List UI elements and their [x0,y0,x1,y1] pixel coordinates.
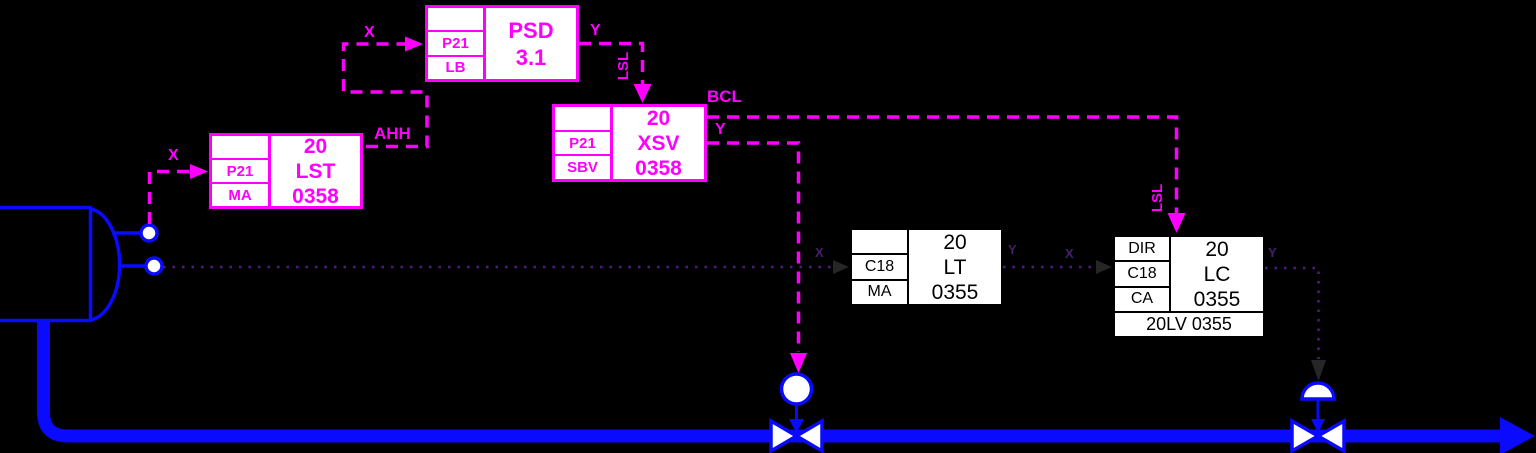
lst-input-label: X [168,147,179,164]
block-lst: P21 MA 20 LST 0358 [209,133,363,209]
psd-cell-lb: LB [445,59,466,77]
lt-input-arrow [833,260,849,274]
xsv-title-line2: XSV [637,131,680,155]
valve1-actuator-circle [779,372,814,406]
pipe-flow-arrow [1500,417,1535,453]
lc-tag-table: DIR C18 CA [1113,235,1169,313]
vessel [0,205,164,323]
valve2-actuator-diaphragm [1300,381,1336,401]
lst-tag-table: P21 MA [209,133,268,209]
lc-cell-ca: CA [1130,290,1154,308]
tap-to-lst-line [147,169,190,224]
lc-input-arrow [1096,260,1112,274]
dotted-signal-arrowheads [833,260,1326,381]
xsv-tag-table: P21 SBV [552,104,610,182]
psd-cell-blank [428,8,483,33]
lc-input-label: X [1065,246,1074,261]
block-psd: P21 LB PSD 3.1 [425,5,579,82]
valve1-input-arrow [790,353,807,373]
xsv-bcl-label: BCL [707,87,742,106]
lst-ahh-to-psd-line [341,42,429,149]
lt-cell-blank [852,230,907,256]
valve2-body-right [1314,417,1346,453]
dotted-signal-lines [163,265,1320,359]
valve2-stem-arrow [1311,419,1325,433]
lc-cell-dir: DIR [1115,237,1169,263]
lc-output-label: Y [1268,245,1277,260]
valve2-input-arrow [1311,360,1326,381]
xsv-cell-sbv: SBV [567,159,598,177]
lst-cell-ma: MA [228,186,252,204]
xsv-title-line3: 0358 [635,156,682,180]
lt-input-label: X [815,245,824,260]
lst-cell-blank [212,136,268,160]
psd-cell-p21: P21 [428,32,483,57]
lc-to-valve-signal [1265,266,1320,359]
xsv-bcl-to-lc-line [707,115,1179,213]
lc-title-line3: 0355 [1193,287,1241,311]
control-valve-1 [769,372,824,453]
psd-title: PSD 3.1 [483,5,579,82]
lt-title: 20 LT 0355 [907,228,1003,306]
psd-output-label: Y [590,22,601,39]
lst-title-line1: 20 [303,134,328,158]
psd-xsv-lsl-label: LSL [615,51,632,81]
block-xsv: P21 SBV 20 XSV 0358 [552,104,707,182]
block-lc: DIR C18 CA 20 LC 0355 [1113,235,1265,313]
block-lt: C18 MA 20 LT 0355 [850,228,1003,306]
lst-title: 20 LST 0358 [268,133,363,209]
vessel-dished-head [90,207,122,322]
psd-tag-table: P21 LB [425,5,483,82]
magenta-arrowheads [190,36,1186,373]
instrument-tap-circle-bottom [144,256,164,276]
lst-cell-p21: P21 [212,160,268,184]
xsv-y-to-valve1-line [707,141,801,352]
psd-title-line1: PSD [508,17,554,43]
xsv-cell-p21: P21 [555,132,610,157]
lc-title-line1: 20 [1205,237,1229,261]
lt-title-line2: LT [943,255,967,279]
xsv-input-arrow [633,84,652,103]
control-valve-2 [1290,381,1346,453]
lt-cell-ma: MA [867,283,892,301]
lc-top-input-arrow [1167,213,1186,233]
valve1-body-left [769,417,800,453]
xsv-cell-blank [555,107,610,132]
lt-tag-table: C18 MA [850,228,907,306]
psd-input-arrow [405,36,423,52]
lt-cell-c18: C18 [852,255,907,281]
lst-title-line2: LST [295,159,336,183]
lc-title-line2: LC [1203,262,1231,286]
magenta-signal-lines [147,41,1179,352]
lc-title: 20 LC 0355 [1169,235,1265,313]
valve1-body-right [793,417,824,453]
lst-input-arrow [190,164,208,179]
xsv-title-line1: 20 [646,106,671,130]
lt-title-line1: 20 [943,230,967,254]
lc-valve-tag: 20LV 0355 [1113,311,1265,338]
valve1-stem-arrow [789,419,804,433]
lc-lsl-label: LSL [1149,183,1166,213]
psd-title-line2: 3.1 [515,44,547,70]
lst-output-label: AHH [374,124,411,143]
process-pipe [37,319,1535,453]
instrument-tap-circle-top [139,223,159,243]
main-pipe [37,319,1502,443]
lt-title-line3: 0355 [931,280,979,304]
xsv-title: 20 XSV 0358 [610,104,707,182]
lt-output-label: Y [1008,242,1017,257]
lc-cell-c18: C18 [1115,262,1169,288]
lst-title-line3: 0358 [292,184,339,208]
xsv-y-label: Y [715,121,726,138]
psd-y-to-xsv-line [579,41,645,84]
valve2-body-left [1290,417,1322,453]
psd-input-label: X [364,24,375,41]
